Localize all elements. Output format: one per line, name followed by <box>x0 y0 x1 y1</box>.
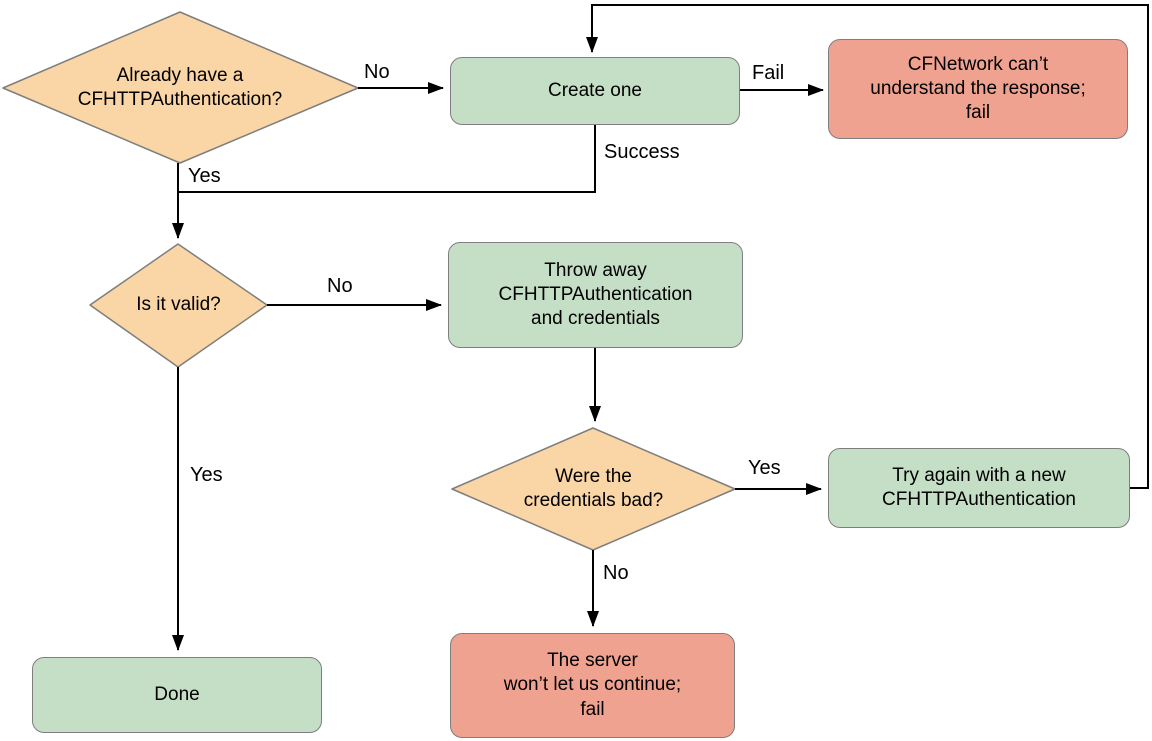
node-try-again: Try again with a new CFHTTPAuthenticatio… <box>828 448 1130 528</box>
node-create-one: Create one <box>450 57 740 125</box>
edge-label-already-yes: Yes <box>188 165 221 187</box>
edge-label-credentials-no: No <box>603 562 629 584</box>
node-already-have-label: Already have a CFHTTPAuthentication? <box>77 64 283 110</box>
node-cfnetwork-fail-label: CFNetwork can’t understand the response;… <box>870 53 1086 124</box>
node-throw-away-label: Throw away CFHTTPAuthentication and cred… <box>498 259 693 330</box>
node-cfnetwork-fail: CFNetwork can’t understand the response;… <box>828 39 1128 139</box>
edge-label-valid-yes: Yes <box>190 464 223 486</box>
node-credentials-bad: Were the credentials bad? <box>452 428 735 550</box>
node-create-one-label: Create one <box>547 79 642 101</box>
node-done: Done <box>32 657 322 733</box>
edge-try-again-loop <box>586 4 1149 489</box>
edge-label-valid-no: No <box>327 275 353 297</box>
node-is-it-valid-label: Is it valid? <box>136 293 221 315</box>
node-done-label: Done <box>154 683 200 705</box>
node-already-have-authentication: Already have a CFHTTPAuthentication? <box>30 13 330 163</box>
node-server-fail: The server won’t let us continue; fail <box>450 633 735 738</box>
node-server-fail-label: The server won’t let us continue; fail <box>503 650 682 720</box>
node-credentials-bad-label: Were the credentials bad? <box>523 465 664 511</box>
edge-label-already-no: No <box>364 61 390 83</box>
edge-label-credentials-yes: Yes <box>748 457 781 479</box>
node-throw-away: Throw away CFHTTPAuthentication and cred… <box>448 242 743 348</box>
edge-label-create-success: Success <box>604 141 680 163</box>
node-is-it-valid: Is it valid? <box>90 244 267 366</box>
node-try-again-label: Try again with a new CFHTTPAuthenticatio… <box>882 464 1076 510</box>
edge-create-success-elbow <box>178 125 596 193</box>
edge-label-create-fail: Fail <box>752 62 785 84</box>
